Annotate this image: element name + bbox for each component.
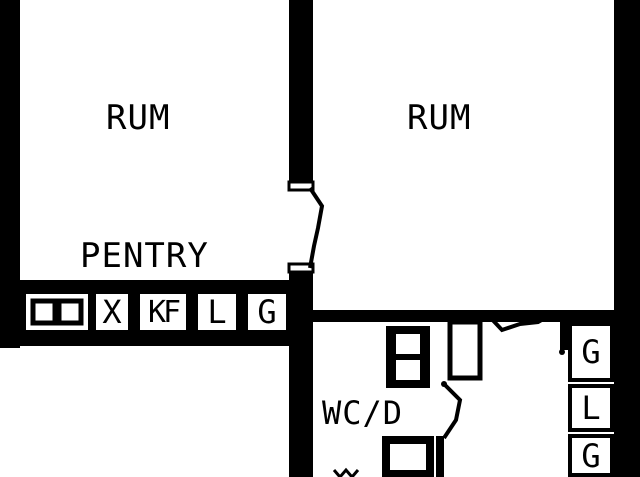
right-outer-wall [614, 0, 640, 477]
door-hinge [484, 311, 490, 317]
partial-label-mark [332, 467, 360, 477]
code-box-cross: X [92, 290, 132, 334]
side-code-l: L [568, 384, 614, 432]
corridor-wall [313, 310, 614, 322]
left-outer-wall [0, 0, 20, 348]
code-box-g: G [244, 290, 290, 334]
code-box-kf: KF [136, 290, 190, 334]
pantry-label: PENTRY [80, 236, 209, 276]
door-swing-line [308, 186, 325, 269]
side-code-g-bottom: G [568, 434, 614, 477]
door-hinge [559, 349, 565, 355]
corridor-wall-notch [560, 310, 570, 350]
wc-door-swing [442, 382, 463, 440]
sink-outline [447, 319, 483, 381]
central-wall-upper [289, 0, 313, 186]
code-box-l: L [194, 290, 240, 334]
cabinet-cell [396, 334, 420, 354]
door-stub-bottom [287, 262, 315, 274]
stove-symbol [22, 290, 92, 334]
burner-pair-icon [30, 298, 84, 326]
washer-inner [390, 444, 426, 470]
room-label-right: RUM [407, 98, 472, 138]
wc-partition [436, 436, 444, 477]
side-code-g-top: G [568, 322, 614, 382]
door-stub-top [287, 180, 315, 192]
corridor-door-swing [485, 312, 553, 333]
room-label-left: RUM [106, 98, 171, 138]
stove-burners-icon [26, 294, 88, 330]
door-hinge [549, 311, 555, 317]
door-hinge [441, 381, 447, 387]
wc-label: WC/D [322, 394, 404, 432]
cabinet-cell [396, 360, 420, 380]
